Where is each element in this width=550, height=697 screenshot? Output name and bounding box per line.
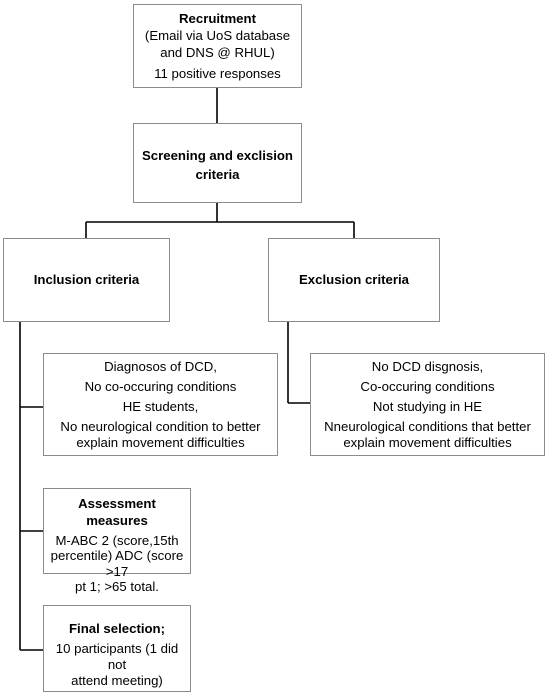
final-title: Final selection;	[69, 621, 165, 636]
exclusion-details-box: No DCD disgnosis, Co-occuring conditions…	[310, 353, 545, 456]
recruitment-box: Recruitment (Email via UoS database and …	[133, 4, 302, 88]
screening-title-line-1: Screening and exclision	[142, 148, 293, 163]
final-selection-box: Final selection; 10 participants (1 did …	[43, 605, 191, 692]
exclusion-detail-1: No DCD disgnosis,	[371, 359, 484, 374]
exclusion-title: Exclusion criteria	[299, 272, 409, 287]
inclusion-detail-3: HE students,	[122, 399, 199, 415]
inclusion-detail-1: Diagnosos of DCD,	[104, 359, 217, 374]
inclusion-detail-4: No neurological condition to better	[60, 419, 261, 435]
inclusion-detail-5: explain movement difficulties	[76, 435, 245, 451]
screening-box: Screening and exclision criteria	[133, 123, 302, 203]
inclusion-details-box: Diagnosos of DCD, No co-occuring conditi…	[43, 353, 278, 456]
final-line-2: attend meeting)	[71, 672, 163, 688]
assessment-line-1: M-ABC 2 (score,15th	[55, 533, 179, 549]
recruitment-title: Recruitment	[179, 11, 256, 26]
exclusion-detail-2: Co-occuring conditions	[360, 379, 495, 395]
recruitment-line-1: (Email via UoS database	[144, 28, 291, 44]
assessment-title: Assessment measures	[78, 496, 156, 529]
screening-title-line-2: criteria	[195, 167, 240, 183]
inclusion-detail-2: No co-occuring conditions	[84, 379, 237, 395]
final-line-1: 10 participants (1 did not	[55, 641, 179, 672]
exclusion-detail-3: Not studying in HE	[372, 399, 483, 415]
recruitment-line-3: 11 positive responses	[154, 66, 281, 82]
assessment-measures-box: Assessment measures M-ABC 2 (score,15th …	[43, 488, 191, 594]
exclusion-criteria-box: Exclusion criteria	[268, 238, 440, 322]
assessment-line-3: pt 1; >65 total.	[75, 578, 159, 594]
exclusion-detail-4: Nneurological conditions that better	[324, 419, 531, 435]
inclusion-criteria-box: Inclusion criteria	[3, 238, 170, 322]
exclusion-detail-5: explain movement difficulties	[343, 435, 512, 451]
recruitment-line-2: and DNS @ RHUL)	[160, 45, 275, 61]
inclusion-title: Inclusion criteria	[33, 272, 140, 287]
assessment-line-2: percentile) ADC (score >17	[50, 548, 184, 579]
